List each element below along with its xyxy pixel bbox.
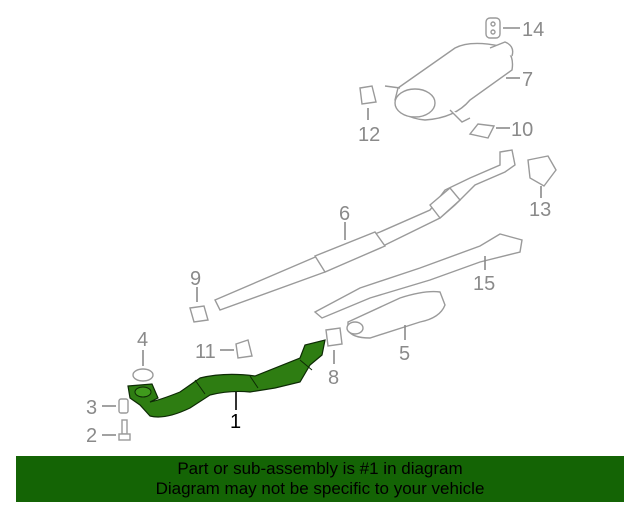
part-12-hanger[interactable] — [359, 85, 377, 105]
part-9-gasket[interactable] — [189, 305, 209, 323]
callout-9: 9 — [190, 268, 201, 290]
part-8-gasket[interactable] — [325, 327, 343, 347]
callout-labels: 14 7 12 10 13 6 9 15 4 11 5 8 3 1 2 — [86, 19, 551, 447]
part-3-nut[interactable] — [118, 398, 129, 414]
banner-line-1: Part or sub-assembly is #1 in diagram — [177, 459, 463, 478]
banner-line-2: Diagram may not be specific to your vehi… — [155, 479, 485, 498]
part-15-heat-shield[interactable] — [313, 233, 523, 319]
part-10-gasket[interactable] — [468, 123, 496, 139]
part-13-flange[interactable] — [527, 155, 557, 187]
callout-15: 15 — [473, 273, 495, 295]
part-2-bolt[interactable] — [118, 419, 131, 441]
callout-2: 2 — [86, 425, 97, 447]
callout-1: 1 — [230, 411, 241, 433]
callout-4: 4 — [137, 329, 148, 351]
part-11-hanger[interactable] — [235, 339, 253, 359]
part-14-hanger[interactable] — [485, 17, 501, 39]
callout-14: 14 — [522, 19, 544, 41]
callout-6: 6 — [339, 203, 350, 225]
part-1-front-exhaust-pipe[interactable] — [127, 339, 326, 418]
callout-3: 3 — [86, 397, 97, 419]
part-6-center-pipe[interactable] — [214, 149, 516, 311]
part-4-gasket-ring[interactable] — [132, 368, 154, 382]
callout-11: 11 — [195, 341, 216, 363]
callout-5: 5 — [399, 343, 410, 365]
part-7-muffler[interactable] — [384, 41, 514, 123]
callout-13: 13 — [529, 199, 551, 221]
callout-7: 7 — [522, 69, 533, 91]
notice-banner: Part or sub-assembly is #1 in diagram Di… — [16, 456, 624, 502]
callout-8: 8 — [328, 367, 339, 389]
part-5-catalytic-converter[interactable] — [346, 290, 446, 339]
callout-10: 10 — [511, 119, 533, 141]
callout-12: 12 — [358, 124, 380, 146]
